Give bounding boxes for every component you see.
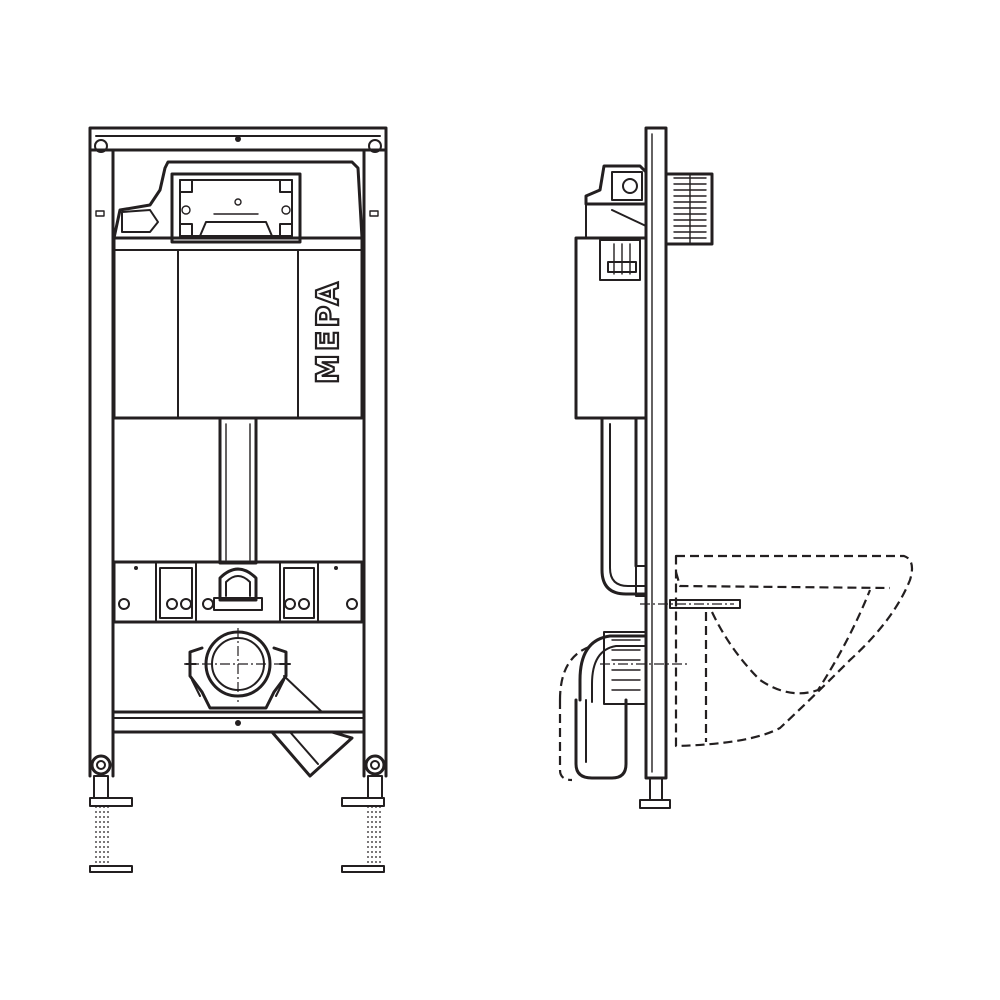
pipe-bend: [270, 730, 354, 778]
brand-logo: MEPA: [310, 278, 347, 385]
waste-connector: [184, 628, 323, 713]
front-view: MEPA: [88, 126, 388, 873]
brand-logo-text: MEPA: [311, 279, 346, 384]
cistern: MEPA: [112, 160, 364, 420]
wc-bowl-outline: [674, 554, 914, 748]
side-flush-pipe: [600, 416, 741, 609]
side-waste: [558, 631, 688, 782]
side-view: [558, 126, 914, 809]
actuator-bracket: [170, 172, 302, 244]
left-foot: [89, 775, 133, 873]
side-cistern: [574, 164, 648, 420]
actuator-grille: [664, 172, 714, 246]
right-foot: [341, 775, 385, 873]
side-frame: [639, 126, 671, 809]
flush-pipe: [218, 416, 258, 565]
mounting-plate: [112, 560, 364, 624]
